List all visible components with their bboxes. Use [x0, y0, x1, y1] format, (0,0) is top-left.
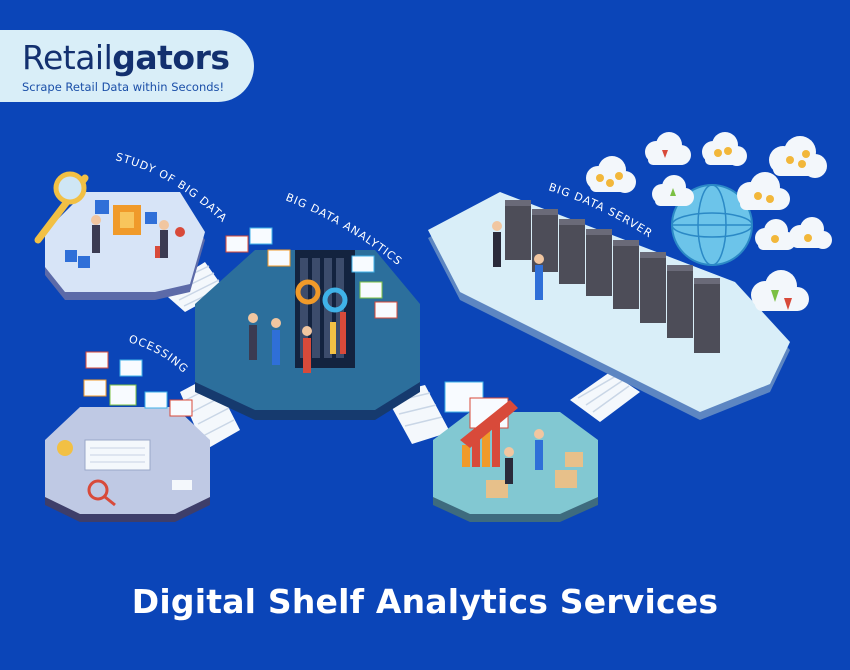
cloud-icon	[751, 270, 809, 311]
cloud-icon	[652, 175, 694, 206]
brand-logo: Retailgators	[22, 38, 230, 78]
cloud-icon	[645, 132, 691, 165]
analytics-platform	[195, 227, 420, 420]
server-platform	[428, 184, 790, 420]
staircase-right	[570, 372, 640, 422]
page-headline: Digital Shelf Analytics Services	[131, 582, 719, 621]
cloud-icon	[586, 156, 636, 193]
cloud-icon	[702, 132, 747, 166]
cloud-icon	[755, 219, 796, 250]
study-platform	[34, 171, 205, 300]
processing-platform	[45, 351, 210, 522]
cloud-icon-group	[586, 132, 832, 311]
logo-card: Retailgators Scrape Retail Data within S…	[0, 30, 254, 102]
brand-tagline: Scrape Retail Data within Seconds!	[22, 80, 225, 94]
brand-name-light: Retail	[22, 38, 113, 77]
cloud-icon	[769, 136, 827, 178]
cloud-icon	[789, 217, 832, 249]
reporting-platform	[433, 381, 598, 522]
cloud-icon	[737, 172, 790, 210]
brand-name-bold: gators	[112, 38, 230, 77]
